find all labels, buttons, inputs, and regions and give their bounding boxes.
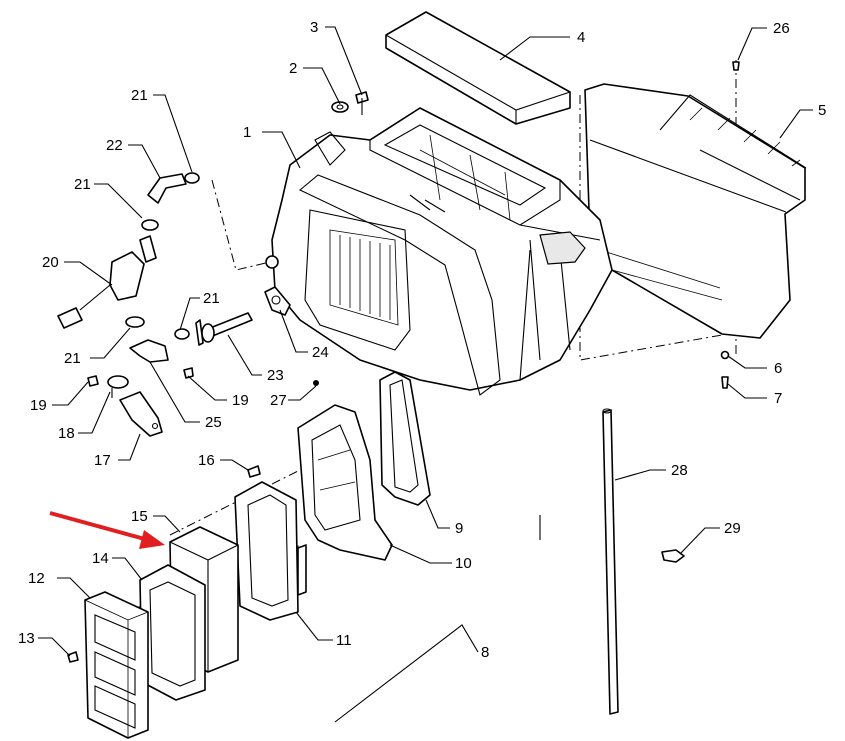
part-21-clamp-top [184,172,200,184]
highlight-arrow [49,511,165,549]
callout-8: 8 [481,644,489,661]
part-11-filter-frame [234,481,307,621]
callout-6: 6 [774,360,782,377]
callout-21-low: 21 [64,350,81,367]
callout-23: 23 [267,367,284,384]
part-21-clamp-right [174,328,190,340]
callout-17: 17 [94,452,111,469]
callout-19-right: 19 [232,392,249,409]
callout-3: 3 [310,19,318,36]
callout-4: 4 [577,29,585,46]
callout-21-upper: 21 [74,176,91,193]
part-29-clip [661,549,685,563]
callout-15: 15 [131,508,148,525]
callout-22: 22 [106,137,123,154]
callout-9: 9 [455,520,463,537]
callout-24: 24 [312,344,329,361]
callout-5: 5 [818,102,826,119]
part-6-nut [720,350,730,360]
callout-21-mid: 21 [203,290,220,307]
part-12-grille [84,591,149,739]
part-17-bracket [119,391,163,437]
part-19-screw-left [87,375,99,387]
part-19-screw-right [183,367,194,379]
callout-28: 28 [671,462,688,479]
part-25-elbow-hose [129,339,169,363]
part-10-filter-housing [297,404,393,561]
callout-12: 12 [28,570,45,587]
callout-20: 20 [42,254,59,271]
part-4-cabin-filter-pad [385,11,571,125]
callout-10: 10 [455,555,472,572]
callout-19-left: 19 [30,397,47,414]
callout-18: 18 [58,425,75,442]
part-3-screw [355,91,369,115]
part-2-washer [331,101,349,113]
part-5-cover-panel [584,83,807,339]
callout-1: 1 [243,124,251,141]
part-9-gasket [379,371,431,506]
callout-13: 13 [18,630,35,647]
part-21-clamp-low [125,316,145,328]
callout-14: 14 [92,550,109,567]
part-28-rod [602,408,619,715]
callout-21-top: 21 [131,87,148,104]
part-21-clamp-mid [141,219,159,231]
part-26-screw [732,61,740,71]
part-18-clamp [107,375,129,398]
leader-lines [38,26,813,723]
part-13-screw [67,651,79,663]
part-1-evaporator-housing [265,107,613,396]
callout-29: 29 [724,520,741,537]
part-16-screw [247,465,261,478]
part-27-plug [313,380,319,386]
callout-11: 11 [336,632,352,649]
part-22-hose [147,173,187,204]
part-14-filter-frame [139,564,206,701]
part-7-screw [721,376,729,389]
part-20-valve [57,235,157,329]
callout-26: 26 [773,20,790,37]
callout-27: 27 [270,392,287,409]
callout-16: 16 [198,452,215,469]
part-24-flange-gasket [264,286,291,316]
callout-25: 25 [205,414,222,431]
part-23-drain-tube [195,312,253,346]
callout-7: 7 [774,390,782,407]
callout-2: 2 [289,60,297,77]
callout-labels: 1 2 3 4 5 6 7 8 9 10 11 12 13 14 15 16 1… [18,19,826,661]
